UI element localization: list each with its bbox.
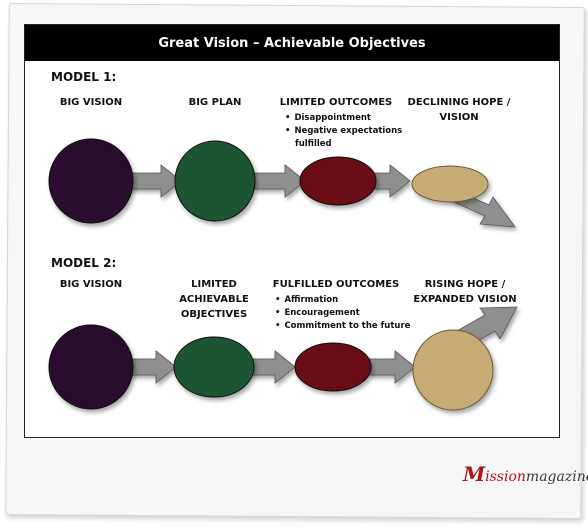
label-line: EXPANDED VISION xyxy=(413,294,517,305)
m2-outcome-bullets: Affirmation Encouragement Commitment to … xyxy=(275,294,410,333)
circle-m1-big-vision xyxy=(48,138,134,224)
arrow-m2-1 xyxy=(127,350,177,384)
arrow-m2-2 xyxy=(250,350,296,384)
label-line: ACHIEVABLE xyxy=(179,294,249,305)
ellipse-m2-fulfilled-outcomes xyxy=(294,342,372,392)
brand-second: magazine xyxy=(525,469,588,485)
model-2-label: MODEL 2: xyxy=(51,256,117,270)
m2-stage-big-vision: BIG VISION xyxy=(59,279,123,290)
label-line: OBJECTIVES xyxy=(180,309,248,320)
arrow-m2-3 xyxy=(368,350,416,384)
m1-stage-declining-hope: DECLINING HOPE / VISION xyxy=(403,95,515,125)
bullet-item: Disappointment xyxy=(285,112,402,125)
m1-stage-big-vision: BIG VISION xyxy=(59,97,123,108)
m2-stage-limited-objectives: LIMITED ACHIEVABLE OBJECTIVES xyxy=(169,277,259,322)
m2-stage-fulfilled-outcomes: FULFILLED OUTCOMES xyxy=(272,279,400,290)
label-line: RISING HOPE / xyxy=(424,279,506,290)
model-1-label: MODEL 1: xyxy=(51,70,117,84)
arrow-m1-1 xyxy=(127,164,182,198)
circle-m2-rising-hope xyxy=(412,329,494,411)
ellipse-m1-limited-outcomes xyxy=(299,156,377,206)
diagram-shapes xyxy=(48,138,518,411)
m1-outcome-bullet-continuation: fulfilled xyxy=(295,139,332,149)
label-line: DECLINING HOPE / xyxy=(407,97,511,108)
label-line: VISION xyxy=(439,112,479,123)
m1-stage-limited-outcomes: LIMITED OUTCOMES xyxy=(279,97,393,108)
diagram-card: Great Vision – Achievable Objectives xyxy=(24,24,560,438)
title-bar: Great Vision – Achievable Objectives xyxy=(25,25,559,61)
bullet-item: Affirmation xyxy=(275,294,410,307)
brand-logo: Missionmagazine xyxy=(463,462,588,486)
m2-stage-rising-hope: RISING HOPE / EXPANDED VISION xyxy=(405,277,525,307)
ellipse-m2-limited-objectives xyxy=(173,336,255,398)
bullet-item: Negative expectations xyxy=(285,125,402,138)
arrow-m1-3 xyxy=(372,164,411,198)
bullet-item: Encouragement xyxy=(275,307,410,320)
label-line: LIMITED xyxy=(191,279,237,290)
circle-m2-big-vision xyxy=(48,324,134,410)
arrow-m1-2 xyxy=(252,164,306,198)
circle-m1-big-plan xyxy=(174,140,256,222)
diagram-title: Great Vision – Achievable Objectives xyxy=(158,35,426,51)
brand-initial: M xyxy=(463,462,486,486)
m1-outcome-bullets: Disappointment Negative expectations xyxy=(285,112,402,138)
m1-stage-big-plan: BIG PLAN xyxy=(188,97,242,108)
ellipse-m1-declining-hope xyxy=(411,165,489,203)
brand-first: ission xyxy=(485,469,526,485)
bullet-item: Commitment to the future xyxy=(275,320,410,333)
